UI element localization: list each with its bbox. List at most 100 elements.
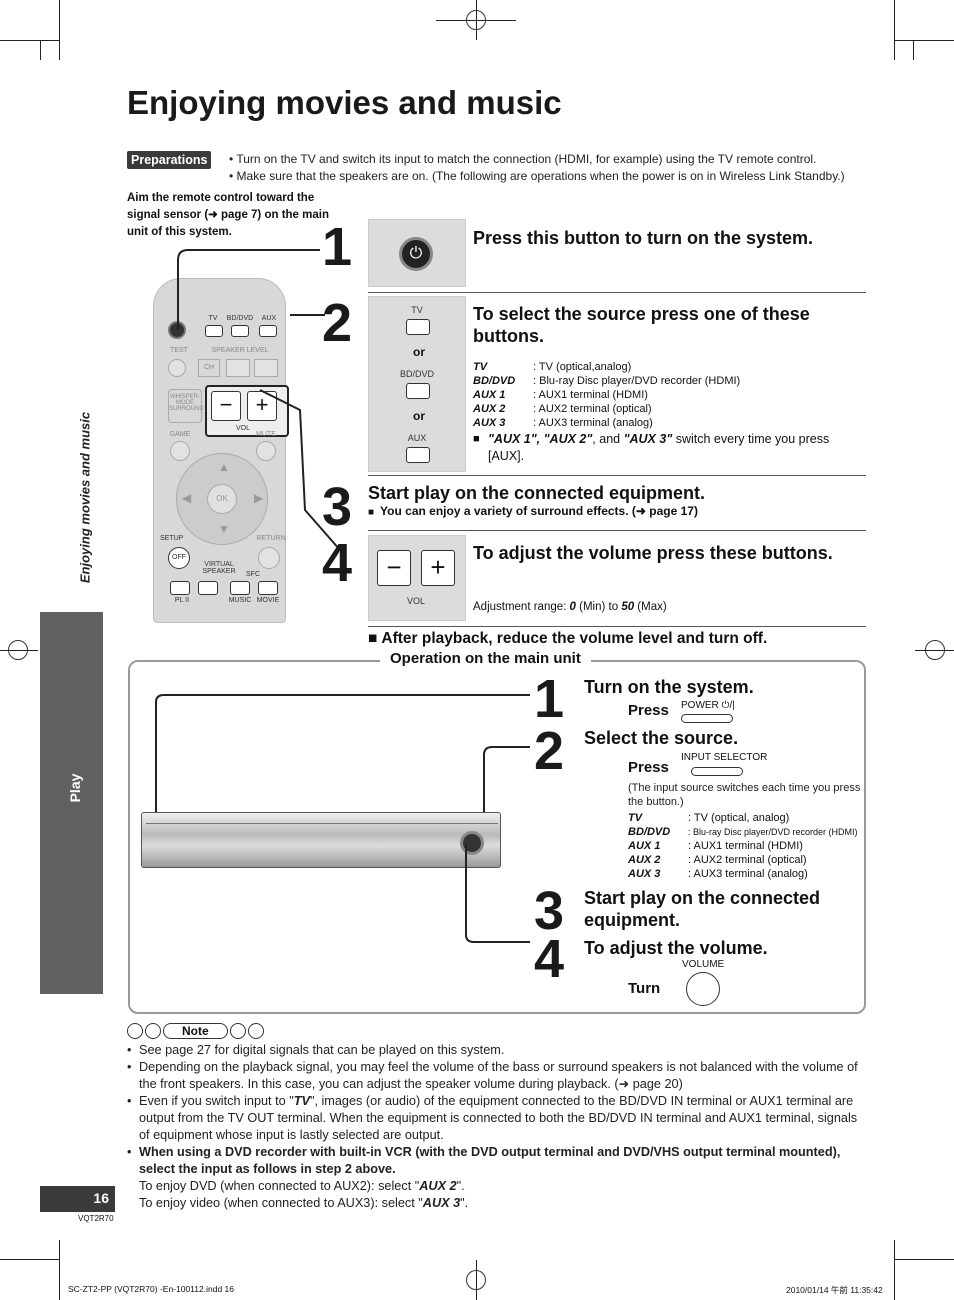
note-label: Note <box>163 1023 228 1039</box>
vol-label: VOL <box>406 596 425 606</box>
remote-down-icon: ▼ <box>218 522 230 536</box>
remote-return-icon <box>258 547 280 569</box>
step-number: 2 <box>534 721 565 781</box>
step-number: 4 <box>534 929 565 989</box>
remote-left-icon: ◀ <box>182 491 192 505</box>
preparation-item: • Turn on the TV and switch its input to… <box>229 152 817 166</box>
source-row: AUX 3: AUX3 terminal (analog) <box>628 868 808 880</box>
crop-mark <box>894 1259 954 1260</box>
step-number: 2 <box>322 293 353 353</box>
source-row: AUX 2: AUX2 terminal (optical) <box>628 854 807 866</box>
crop-mark <box>894 40 954 41</box>
remote-music-button <box>230 581 250 595</box>
step2-image-box: TV or BD/DVD or AUX <box>368 296 466 472</box>
crop-mark <box>913 40 914 60</box>
main-unit-label: Operation on the main unit <box>380 650 591 667</box>
notes-list: See page 27 for digital signals that can… <box>127 1042 867 1212</box>
remote-test-button <box>168 359 186 377</box>
main-step3-title: Start play on the connected equipment. <box>584 888 821 930</box>
remote-test-label: TEST <box>170 347 188 354</box>
source-row: AUX 1: AUX1 terminal (HDMI) <box>473 389 648 401</box>
step2-source-list: TV: TV (optical,analog) BD/DVD: Blu-ray … <box>473 360 863 430</box>
source-row: BD/DVD: Blu-ray Disc player/DVD recorder… <box>473 375 741 387</box>
volume-knob <box>460 831 484 855</box>
aux-note: ■"AUX 1", "AUX 2", and "AUX 3" switch ev… <box>473 432 830 463</box>
remote-aux-button <box>259 325 277 337</box>
input-selector-label: INPUT SELECTOR <box>681 752 768 763</box>
vol-plus-icon: + <box>421 550 455 586</box>
remote-game-button <box>170 441 190 461</box>
footer-date: 2010/01/14 午前 11:35:42 <box>786 1285 883 1295</box>
crop-mark <box>59 1240 60 1300</box>
source-row: AUX 3: AUX3 terminal (analog) <box>473 417 653 429</box>
crop-mark <box>59 0 60 60</box>
step2-title: To select the source press one of these … <box>473 304 810 346</box>
crop-mark <box>915 650 954 651</box>
step-number: 1 <box>534 669 565 729</box>
remote-speaker-level-label: SPEAKER LEVEL <box>211 347 269 354</box>
power-icon: ⏻ <box>399 237 433 271</box>
note-header: Note <box>127 1023 264 1039</box>
note-item: When using a DVD recorder with built-in … <box>127 1144 867 1212</box>
remote-off-button: OFF <box>168 547 190 569</box>
or-label: or <box>413 409 425 423</box>
turn-label: Turn <box>628 980 661 997</box>
main-unit-callout-lines <box>155 694 530 943</box>
power-button-label: POWER ⏻/| <box>681 700 735 711</box>
remote-ok-button: OK <box>207 484 237 514</box>
device-trim <box>146 823 498 824</box>
step1-title: Press this button to turn on the system. <box>473 228 814 248</box>
step3-title: Start play on the connected equipment. <box>368 483 706 503</box>
crop-mark <box>476 1260 477 1300</box>
remote-up-icon: ▲ <box>218 460 230 474</box>
remote-music-label: MUSIC <box>228 597 252 604</box>
remote-right-icon: ▶ <box>254 491 264 505</box>
remote-callout-lines <box>177 249 341 551</box>
input-selector-note: (The input source switches each time you… <box>628 782 861 808</box>
note-item: Even if you switch input to "TV", images… <box>127 1093 867 1144</box>
crop-mark <box>0 40 60 41</box>
remote-pl2-label: PL II <box>174 597 190 604</box>
bd-button-label: BD/DVD <box>399 369 434 379</box>
remote-level-plus <box>254 359 278 377</box>
page-title: Enjoying movies and music <box>127 84 562 121</box>
note-item: See page 27 for digital signals that can… <box>127 1042 867 1059</box>
remote-vol-label: VOL <box>235 425 250 432</box>
remote-aux-label: AUX <box>261 315 277 322</box>
adjustment-range: Adjustment range: 0 (Min) to 50 (Max) <box>473 601 667 613</box>
press-label: Press <box>628 702 669 719</box>
remote-movie-button <box>258 581 278 595</box>
aux-button <box>406 447 430 463</box>
vol-minus-icon: − <box>377 550 411 586</box>
source-row: TV: TV (optical,analog) <box>473 361 632 373</box>
step-number: 1 <box>322 217 353 277</box>
remote-level-minus <box>226 359 250 377</box>
step-number: 3 <box>322 477 353 537</box>
remote-vol-minus-icon: − <box>211 391 241 421</box>
divider <box>368 626 866 627</box>
remote-whisper-button: WHISPER-MODE SURROUND <box>168 389 204 423</box>
preparations-badge: Preparations <box>127 151 212 169</box>
crop-mark <box>0 1259 60 1260</box>
source-row: TV: TV (optical, analog) <box>628 812 790 824</box>
preparation-item: • Make sure that the speakers are on. (T… <box>229 169 845 183</box>
source-row: AUX 2: AUX2 terminal (optical) <box>473 403 652 415</box>
remote-return-label: RETURN <box>256 535 286 542</box>
crop-mark <box>0 650 38 651</box>
main-step4-title: To adjust the volume. <box>584 938 768 958</box>
divider <box>368 475 866 476</box>
sidebar-topic-label: Enjoying movies and music <box>77 411 93 584</box>
main-step1-title: Turn on the system. <box>584 677 754 697</box>
preparations-list: • Turn on the TV and switch its input to… <box>229 151 845 185</box>
step-number: 4 <box>322 533 353 593</box>
or-label: or <box>413 345 425 359</box>
crop-mark <box>40 40 41 60</box>
remote-pl2-button <box>170 581 190 595</box>
main-source-list: TV: TV (optical, analog) BD/DVD: Blu-ray… <box>628 811 864 881</box>
remote-bd-label: BD/DVD <box>226 315 254 322</box>
step3-note: ■You can enjoy a variety of surround eff… <box>368 504 698 518</box>
tv-button-label: TV <box>411 305 423 315</box>
main-step2-title: Select the source. <box>584 728 739 748</box>
step4-title: To adjust the volume press these buttons… <box>473 543 833 563</box>
remote-movie-label: MOVIE <box>256 597 280 604</box>
